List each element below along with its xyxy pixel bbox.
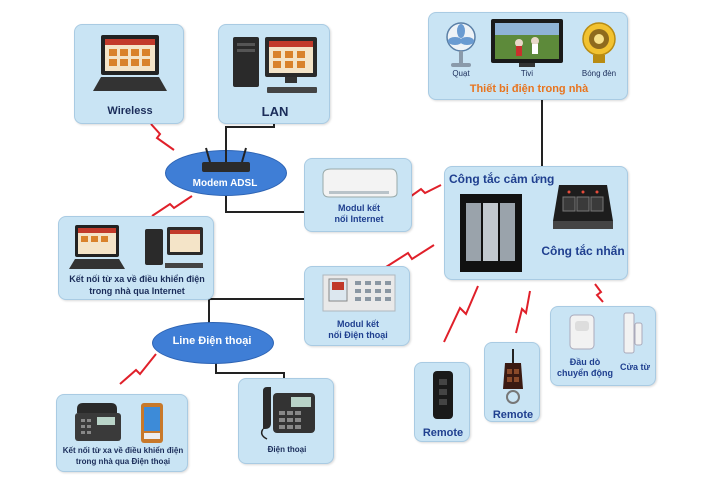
- touch-switch-panel-icon: [460, 194, 522, 272]
- router-icon: [202, 147, 250, 172]
- desk-phone-and-mobile-icon: [75, 403, 163, 443]
- modul-internet-label-1: Modul kết: [338, 203, 380, 213]
- remote-internet-box: Kết nối từ xa về điều khiển điện trong n…: [58, 216, 214, 300]
- wire-line-phone-v2: [283, 372, 285, 380]
- phone-box: Điện thoại: [238, 378, 334, 464]
- bolt-remote1-icon: [443, 285, 479, 343]
- laptop-and-desktop-icon: [69, 225, 203, 269]
- lan-box: LAN: [218, 24, 330, 124]
- wire-modem-modul-v: [225, 196, 227, 213]
- lan-label: LAN: [261, 104, 289, 119]
- modul-internet-label-2: nối Internet: [334, 214, 384, 224]
- push-switch-label: Công tắc nhấn: [541, 244, 625, 258]
- device-label-tv: Tivi: [520, 69, 534, 78]
- bolt-remote-internet-icon: [151, 195, 193, 217]
- motion-sensor-label-1: Đầu dò: [569, 357, 601, 367]
- wire-lan-modem-v: [225, 126, 227, 156]
- modul-internet-box: Modul kết nối Internet: [304, 158, 412, 232]
- modem-adsl-label: Modem ADSL: [192, 178, 258, 189]
- modul-phone-label-1: Modul kết: [337, 319, 379, 329]
- home-devices-box: Quạt Tivi Bóng đèn Thiết bị điện trong n…: [428, 12, 628, 100]
- device-label-fan: Quạt: [452, 69, 470, 78]
- motion-sensor-icon: [569, 314, 595, 350]
- door-sensor-label: Cửa từ: [619, 362, 651, 372]
- push-switch-icon: [553, 185, 613, 229]
- touch-switch-title: Công tắc cảm ứng: [449, 172, 555, 186]
- door-sensor-icon: [623, 312, 643, 354]
- bolt-remote2-icon: [515, 290, 531, 334]
- wireless-box: Wireless: [74, 24, 184, 124]
- bolt-modulphone-switch-icon: [385, 244, 435, 268]
- bolt-wireless-icon: [150, 123, 175, 151]
- remote-internet-label-1: Kết nối từ xa về điều khiển điện: [69, 274, 205, 284]
- motion-sensor-label-2: chuyển động: [557, 368, 613, 378]
- key-fob-remote-icon: [503, 349, 523, 404]
- remote1-box: Remote: [414, 362, 470, 442]
- wire-devices-switch: [541, 100, 543, 168]
- internet-module-icon: [322, 168, 398, 198]
- wire-modem-modul-h: [225, 211, 305, 213]
- phone-label: Điện thoại: [267, 445, 307, 454]
- wire-lan-modem-v2: [273, 120, 275, 128]
- remote-phone-box: Kết nối từ xa về điều khiển điện trong n…: [56, 394, 188, 472]
- remote-phone-label-1: Kết nối từ xa về điều khiển điện: [62, 446, 184, 455]
- desk-phone-icon: [260, 387, 315, 440]
- home-devices-title: Thiết bị điện trong nhà: [469, 83, 589, 95]
- tv-icon: [491, 19, 563, 67]
- wire-line-phone-h: [215, 372, 285, 374]
- remote-phone-label-2: trong nhà qua Điện thoại: [75, 457, 171, 466]
- phone-module-icon: [322, 274, 396, 312]
- laptop-icon: [93, 35, 167, 91]
- wire-line-modulphone-h: [208, 298, 305, 300]
- bolt-sensors-icon: [594, 283, 604, 303]
- remote-internet-label-2: trong nhà qua Internet: [89, 286, 185, 296]
- remote2-label: Remote: [492, 409, 534, 421]
- modul-phone-box: Modul kết nối Điện thoại: [304, 266, 410, 346]
- bolt-remote-phone-icon: [119, 353, 157, 385]
- remote1-label: Remote: [422, 427, 464, 439]
- phone-line-label: Line Điện thoại: [172, 335, 252, 347]
- wire-line-modulphone-v: [208, 298, 210, 324]
- light-bulb-icon: [582, 22, 616, 63]
- bolt-modul-switch-icon: [406, 184, 442, 200]
- remote2-box: Remote: [484, 342, 540, 422]
- device-label-bulb: Bóng đèn: [581, 69, 617, 78]
- modul-phone-label-2: nối Điện thoại: [328, 330, 388, 340]
- desktop-computer-icon: [233, 37, 317, 93]
- touch-switch-box: Công tắc cảm ứng Công tắc nhấn: [444, 166, 628, 280]
- sensors-box: Đầu dò chuyển động Cửa từ: [550, 306, 656, 386]
- wireless-label: Wireless: [107, 105, 153, 117]
- remote-control-icon: [433, 371, 453, 419]
- wire-lan-modem-h: [225, 126, 275, 128]
- phone-line-node: [152, 322, 274, 364]
- wire-line-phone-v: [215, 358, 217, 374]
- fan-icon: [446, 22, 476, 67]
